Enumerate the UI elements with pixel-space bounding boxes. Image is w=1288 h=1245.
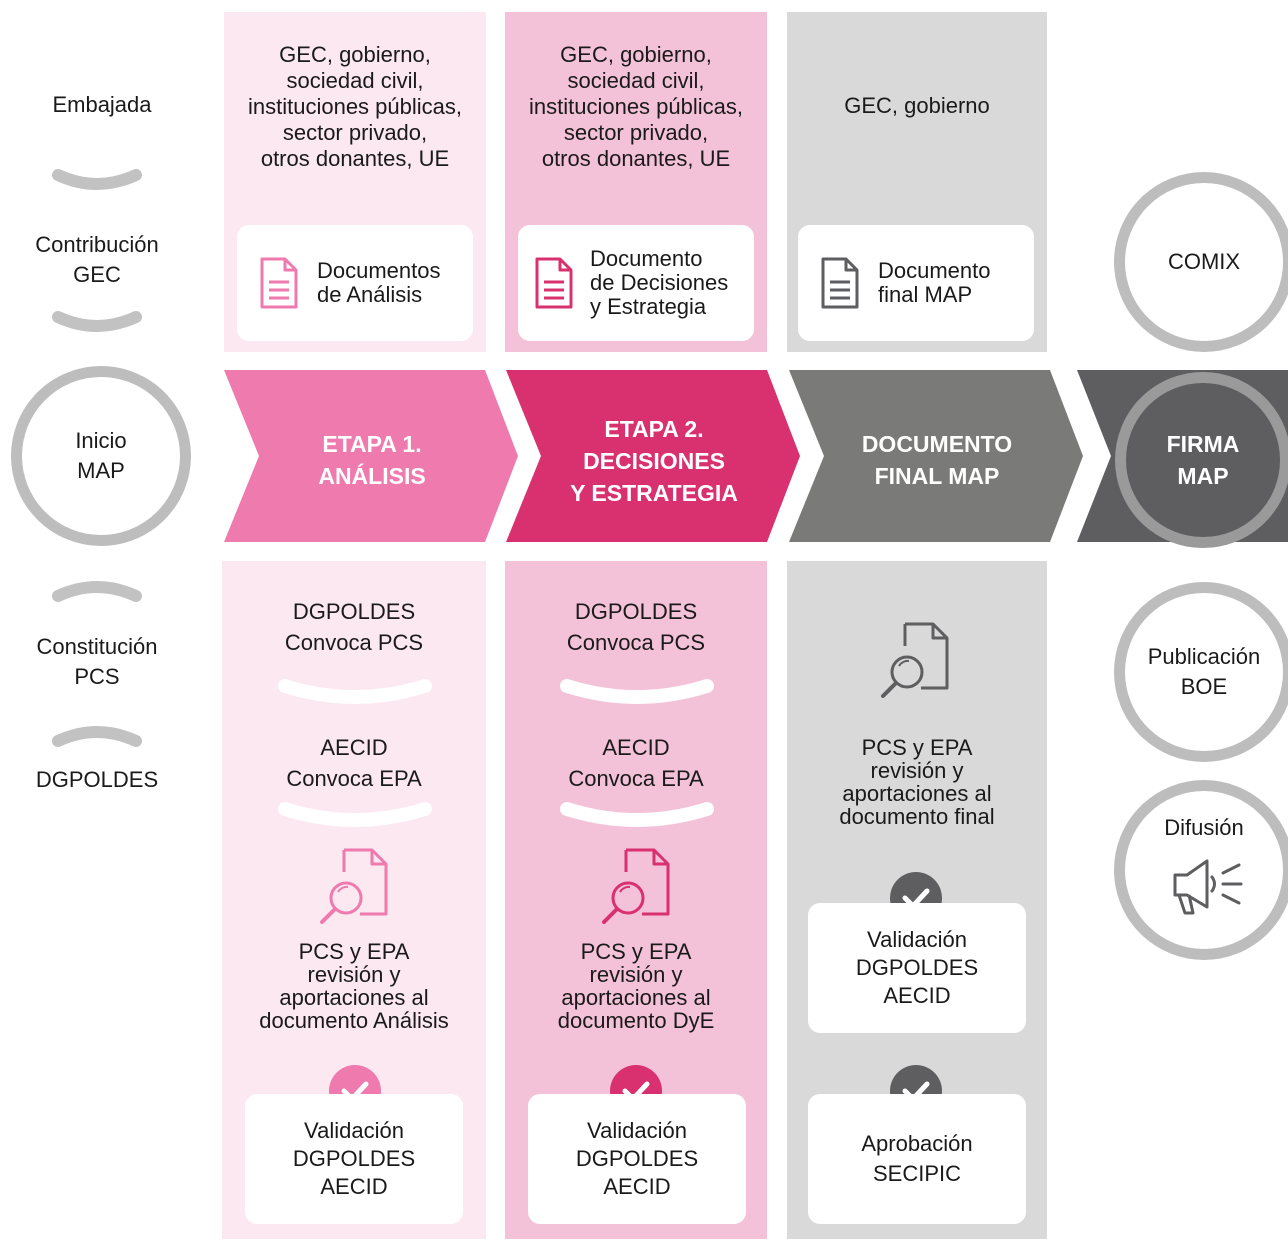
final-review: PCS y EPA revisión y aportaciones al doc… — [839, 735, 995, 829]
chevron-up-icon — [52, 581, 142, 602]
final-doc-label: Documento final MAP — [878, 258, 991, 307]
stage2-actors: GEC, gobierno, sociedad civil, instituci… — [528, 42, 743, 171]
stage1-doc-label: Documentos de Análisis — [317, 258, 441, 307]
final-approval-card: Aprobación SECIPIC — [808, 1094, 1026, 1224]
constitucion-pcs-label: Constitución PCS — [36, 634, 158, 689]
stage2-validation-label: Validación DGPOLDES AECID — [575, 1118, 699, 1199]
chevron-down-icon — [278, 679, 432, 704]
difusion-label: Difusión — [1164, 815, 1244, 840]
embajada-label: Embajada — [52, 92, 152, 117]
chevron-down-icon — [278, 802, 432, 827]
difusion-circle: Difusión — [1114, 780, 1288, 960]
publicacion-boe-circle: Publicación BOE — [1114, 582, 1288, 762]
stage1-validation-card: Validación DGPOLDES AECID — [245, 1094, 463, 1224]
chevron-down-icon — [52, 169, 142, 190]
stage2-doc-label: Documento de Decisiones y Estrategia — [590, 246, 729, 319]
comix-label: COMIX — [1167, 249, 1241, 274]
chevron-down-icon — [52, 311, 142, 332]
stage2-validation-card: Validación DGPOLDES AECID — [528, 1094, 746, 1224]
publicacion-boe-label: Publicación BOE — [1147, 644, 1261, 699]
chevron-down-icon — [560, 679, 714, 704]
contribucion-gec-label: Contribución GEC — [35, 232, 159, 287]
final-actors: GEC, gobierno — [844, 93, 990, 118]
final-label: DOCUMENTO FINAL MAP — [861, 431, 1013, 489]
stage2-doc-card: Documento de Decisiones y Estrategia — [518, 225, 754, 341]
chevron-up-icon — [52, 726, 142, 747]
document-icon — [535, 257, 573, 309]
stage1-actors: GEC, gobierno, sociedad civil, instituci… — [247, 42, 462, 171]
firma-circle: FIRMA MAP — [1115, 372, 1288, 548]
final-arrow — [789, 370, 1083, 542]
stage1-review: PCS y EPA revisión y aportaciones al doc… — [259, 939, 449, 1033]
document-search-icon — [881, 622, 949, 698]
stage2-label: ETAPA 2. DECISIONES Y ESTRATEGIA — [570, 416, 738, 506]
stage2-convoca-pcs: DGPOLDES Convoca PCS — [566, 599, 706, 655]
chevron-down-icon — [560, 802, 714, 827]
stage2-review: PCS y EPA revisión y aportaciones al doc… — [557, 939, 715, 1033]
stage1-arrow — [224, 370, 518, 542]
stage2-arrow — [506, 370, 800, 542]
final-validation-label: Validación DGPOLDES AECID — [855, 927, 979, 1008]
comix-circle: COMIX — [1114, 172, 1288, 352]
final-approval-label: Aprobación SECIPIC — [861, 1131, 973, 1186]
stage2-convoca-epa: AECID Convoca EPA — [568, 735, 704, 791]
document-icon — [260, 257, 298, 309]
final-validation-card: Validación DGPOLDES AECID — [808, 903, 1026, 1033]
document-search-icon — [602, 848, 670, 924]
document-icon — [821, 257, 859, 309]
final-doc-card: Documento final MAP — [798, 225, 1034, 341]
stage1-doc-card: Documentos de Análisis — [237, 225, 473, 341]
stage1-convoca-epa: AECID Convoca EPA — [286, 735, 422, 791]
stage1-label: ETAPA 1. ANÁLISIS — [318, 431, 426, 489]
document-search-icon — [320, 848, 388, 924]
inicio-map-circle: Inicio MAP — [11, 366, 191, 546]
dgpoldes-label: DGPOLDES — [35, 767, 159, 792]
megaphone-icon — [1173, 859, 1243, 915]
stage1-validation-label: Validación DGPOLDES AECID — [292, 1118, 416, 1199]
firma-label: FIRMA MAP — [1166, 431, 1240, 489]
stage1-convoca-pcs: DGPOLDES Convoca PCS — [284, 599, 424, 655]
inicio-map-label: Inicio MAP — [75, 428, 127, 483]
